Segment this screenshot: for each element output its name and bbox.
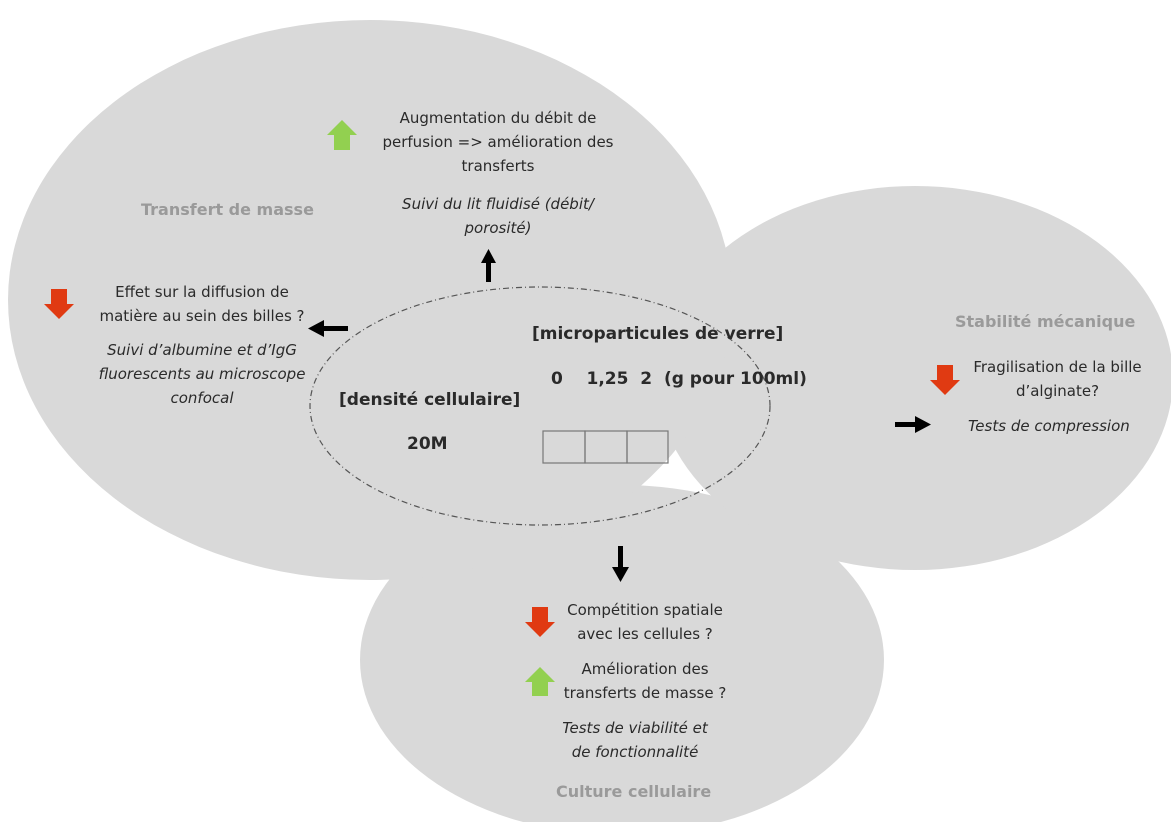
- arrow-down-black-icon: [612, 546, 629, 582]
- culture-effect-2-line-1: Amélioration des: [581, 660, 709, 678]
- top-effect-line-1: Augmentation du débit de: [399, 109, 597, 127]
- top-effect-text: Augmentation du débit de perfusion => am…: [363, 106, 633, 178]
- arrow-left-black-icon: [308, 320, 348, 337]
- culture-test-line-1: Tests de viabilité et: [562, 719, 708, 737]
- stabilite-effect-line-1: Fragilisation de la bille: [973, 358, 1142, 376]
- densite-value: 20M: [407, 434, 448, 454]
- left-test-line-2: fluorescents au microscope: [98, 365, 306, 383]
- stabilite-test-text: Tests de compression: [968, 417, 1130, 435]
- left-test-line-3: confocal: [170, 389, 234, 407]
- culture-effect-2-text: Amélioration des transferts de masse ?: [550, 657, 740, 705]
- lobe-stabilite-mecanique: [657, 186, 1171, 570]
- top-effect-line-3: transferts: [461, 157, 535, 175]
- left-effect-text: Effet sur la diffusion de matière au sei…: [82, 280, 322, 328]
- arrow-up-black-icon: [481, 249, 496, 282]
- top-test-line-1: Suivi du lit fluidisé (débit/: [402, 195, 594, 213]
- arrow-right-black-icon: [895, 416, 931, 433]
- culture-effect-1-line-2: avec les cellules ?: [577, 625, 713, 643]
- left-test-text: Suivi d’albumine et d’IgG fluorescents a…: [82, 338, 322, 410]
- culture-effect-1-line-1: Compétition spatiale: [567, 601, 723, 619]
- green-up-arrow-icon-top: [327, 120, 357, 150]
- microparticules-label: [microparticules de verre]: [532, 324, 784, 344]
- grid-cell-2: [626, 430, 669, 464]
- left-effect-line-2: matière au sein des billes ?: [99, 307, 305, 325]
- lobe-culture-cellulaire: [360, 485, 884, 822]
- green-up-arrow-icon-culture: [525, 667, 555, 696]
- red-down-arrow-icon-right: [930, 365, 960, 395]
- lobes: [8, 20, 1171, 822]
- red-down-arrow-icon-culture: [525, 607, 555, 637]
- center-dashed-ellipse: [309, 286, 771, 526]
- culture-effect-1-text: Compétition spatiale avec les cellules ?: [550, 598, 740, 646]
- direction-arrows: [308, 249, 931, 582]
- culture-effect-2-line-2: transferts de masse ?: [563, 684, 727, 702]
- densite-cellulaire-label: [densité cellulaire]: [339, 390, 521, 410]
- culture-test-line-2: de fonctionnalité: [571, 743, 699, 761]
- title-transfert-de-masse: Transfert de masse: [141, 200, 314, 219]
- concentration-grid: [542, 430, 669, 464]
- top-test-text: Suivi du lit fluidisé (débit/ porosité): [363, 192, 633, 240]
- left-effect-line-1: Effet sur la diffusion de: [115, 283, 289, 301]
- red-down-arrow-icon-left: [44, 289, 74, 319]
- lobe-transfert-de-masse: [8, 20, 732, 580]
- concentrations-label: 0 1,25 2 (g pour 100ml): [551, 369, 807, 389]
- culture-test-text: Tests de viabilité et de fonctionnalité: [535, 716, 735, 764]
- top-effect-line-2: perfusion => amélioration des: [382, 133, 614, 151]
- stabilite-effect-text: Fragilisation de la bille d’alginate?: [955, 355, 1160, 403]
- top-test-line-2: porosité): [464, 219, 532, 237]
- stabilite-effect-line-2: d’alginate?: [1015, 382, 1100, 400]
- title-culture-cellulaire: Culture cellulaire: [556, 782, 712, 801]
- left-test-line-1: Suivi d’albumine et d’IgG: [107, 341, 297, 359]
- title-stabilite-mecanique: Stabilité mécanique: [955, 312, 1136, 331]
